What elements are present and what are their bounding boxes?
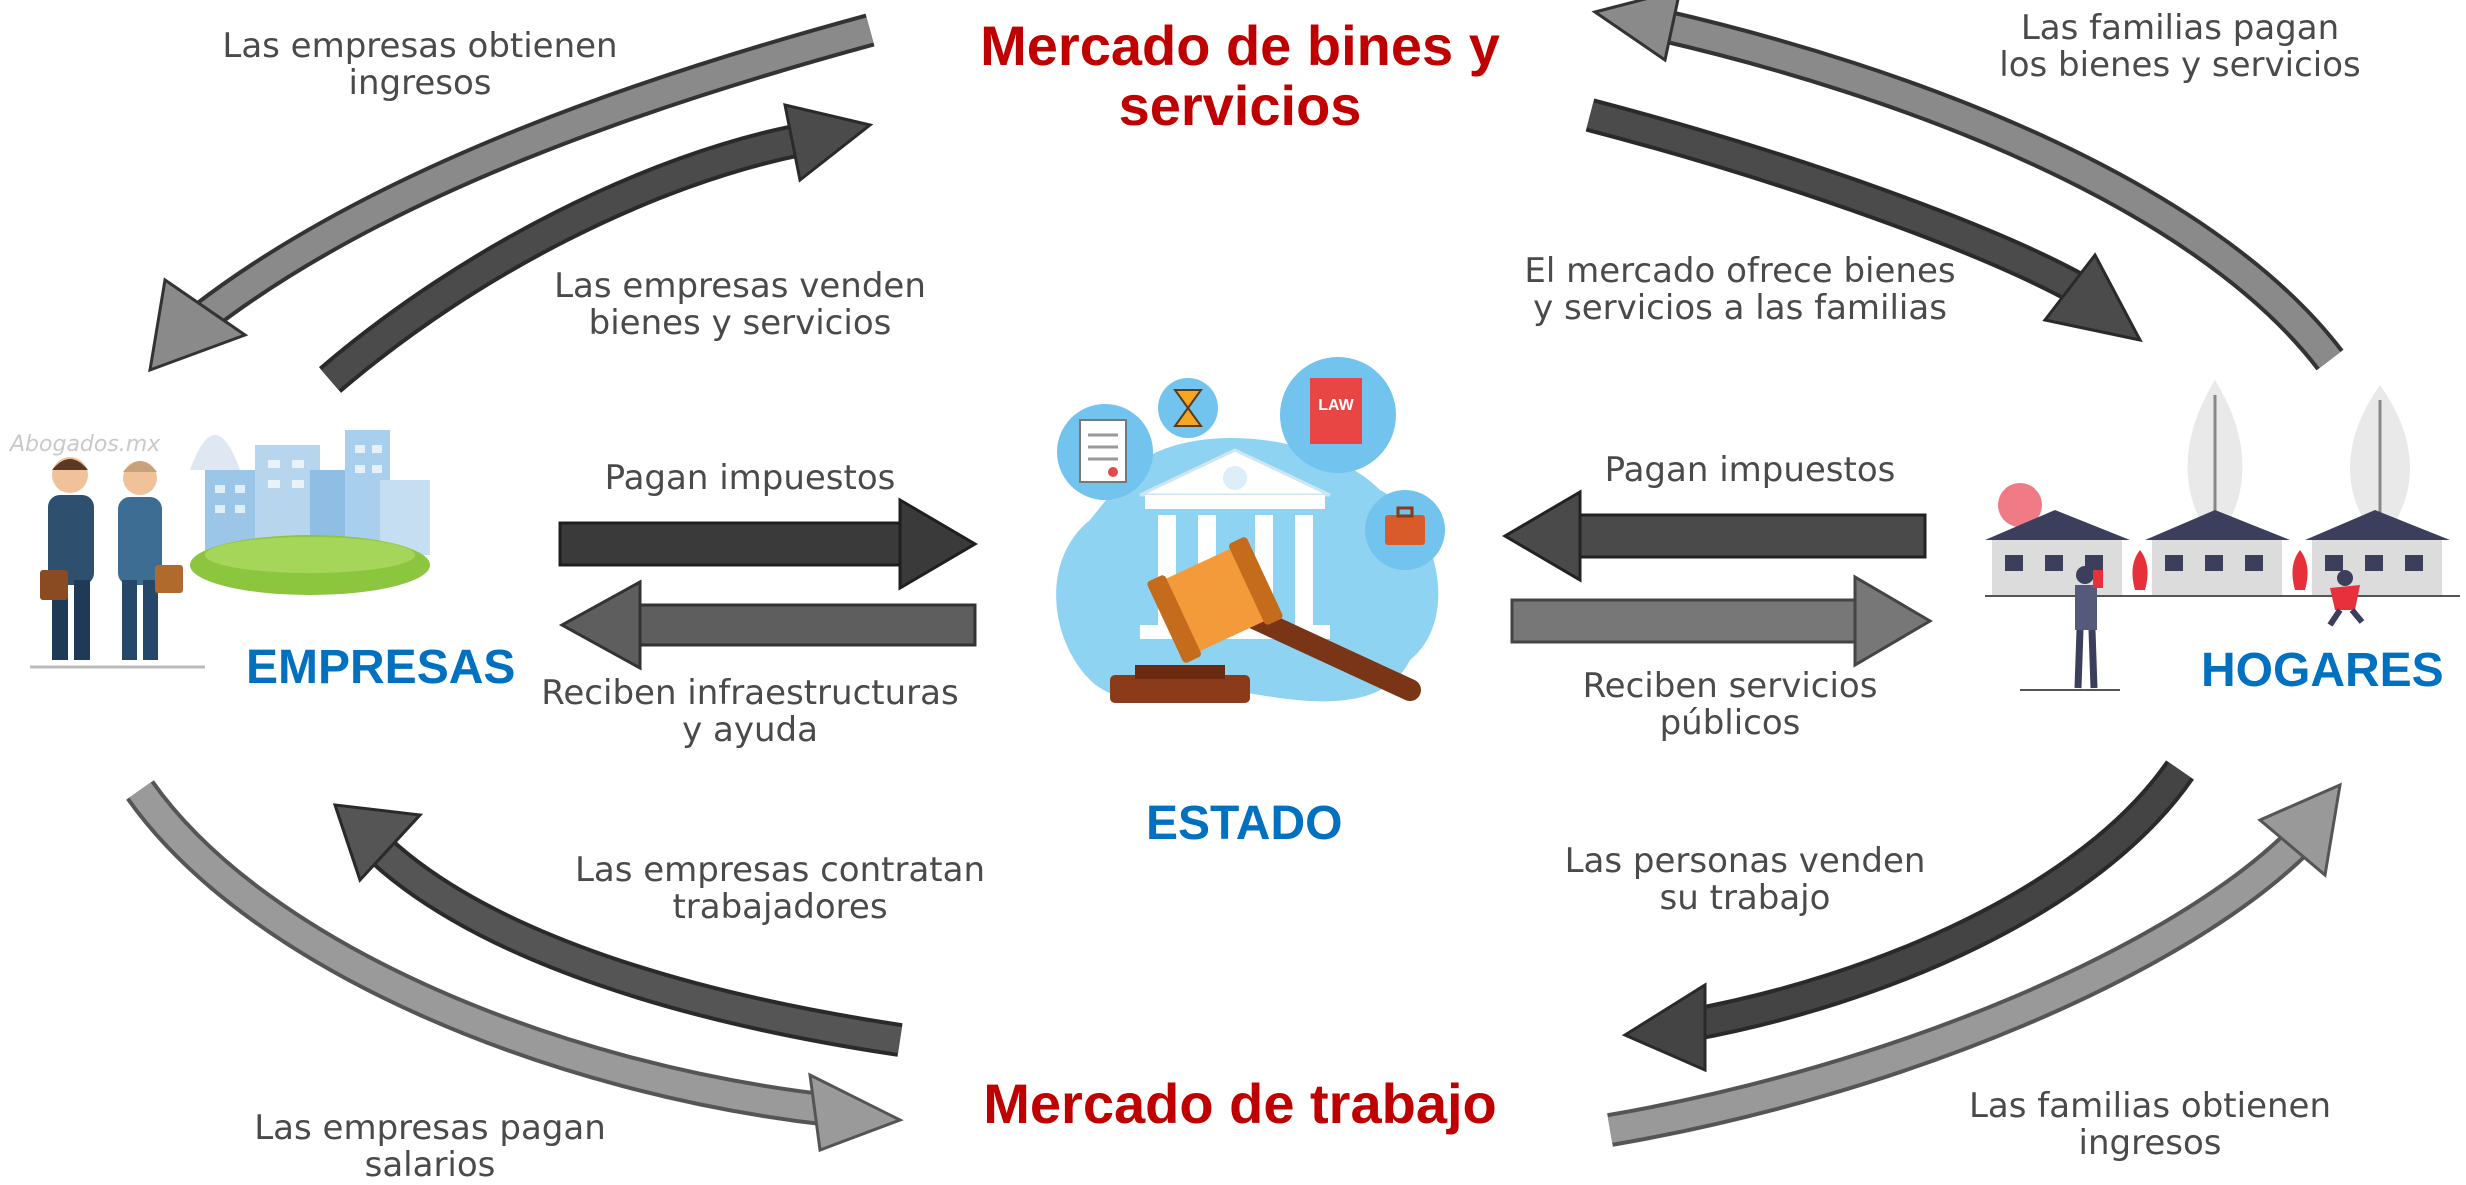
label-familias-obtienen: Las familias obtienen ingresos: [1968, 1086, 2331, 1163]
arrow-empresas-pagan-impuestos: [558, 497, 978, 591]
arrow-familias-pagan-bienes: [1591, 0, 2344, 371]
label-familias-pagan-bienes: Las familias pagan los bienes y servicio…: [1999, 8, 2361, 85]
label-hogares-reciben: Reciben servicios públicos: [1582, 666, 1878, 743]
label-empresas-reciben: Reciben infraestructuras y ayuda: [541, 673, 959, 750]
arrow-empresas-venden: [318, 103, 874, 393]
label-hogares-pagan-impuestos: Pagan impuestos: [1604, 450, 1896, 490]
arrow-empresas-obtienen-ingresos: [148, 13, 875, 373]
label-empresas-obtienen-ingresos: Las empresas obtienen ingresos: [222, 26, 618, 103]
empresas-label: EMPRESAS: [246, 641, 516, 694]
arrow-familias-obtienen: [1607, 782, 2342, 1147]
arrow-hogares-pagan-impuestos: [1502, 489, 1927, 583]
label-empresas-venden: Las empresas venden bienes y servicios: [554, 266, 926, 343]
estado-label: ESTADO: [1146, 797, 1343, 850]
empresas-illustration: [30, 430, 430, 669]
law-text: LAW: [1318, 397, 1354, 414]
watermark: Abogados.mx: [10, 432, 161, 457]
label-mercado-ofrece: El mercado ofrece bienes y servicios a l…: [1524, 251, 1956, 328]
arrow-empresas-reciben: [558, 579, 977, 671]
label-empresas-pagan-impuestos: Pagan impuestos: [604, 458, 896, 498]
estado-illustration: LAW: [1056, 357, 1445, 703]
label-personas-venden: Las personas venden su trabajo: [1564, 841, 1926, 918]
market-labor-title: Mercado de trabajo: [983, 1072, 1497, 1135]
market-goods-services-title: Mercado de bines y servicios: [980, 14, 1500, 137]
arrow-hogares-reciben: [1510, 574, 1933, 668]
hogares-illustration: [1985, 380, 2460, 691]
arrow-mercado-ofrece: [1585, 98, 2143, 343]
arrow-personas-venden: [1621, 760, 2194, 1073]
label-empresas-contratan: Las empresas contratan trabajadores: [574, 850, 986, 927]
arrow-empresas-contratan: [332, 803, 903, 1057]
label-empresas-pagan-salarios: Las empresas pagan salarios: [254, 1108, 606, 1185]
hogares-label: HOGARES: [2201, 644, 2444, 697]
arrow-empresas-pagan-salarios: [126, 780, 904, 1153]
